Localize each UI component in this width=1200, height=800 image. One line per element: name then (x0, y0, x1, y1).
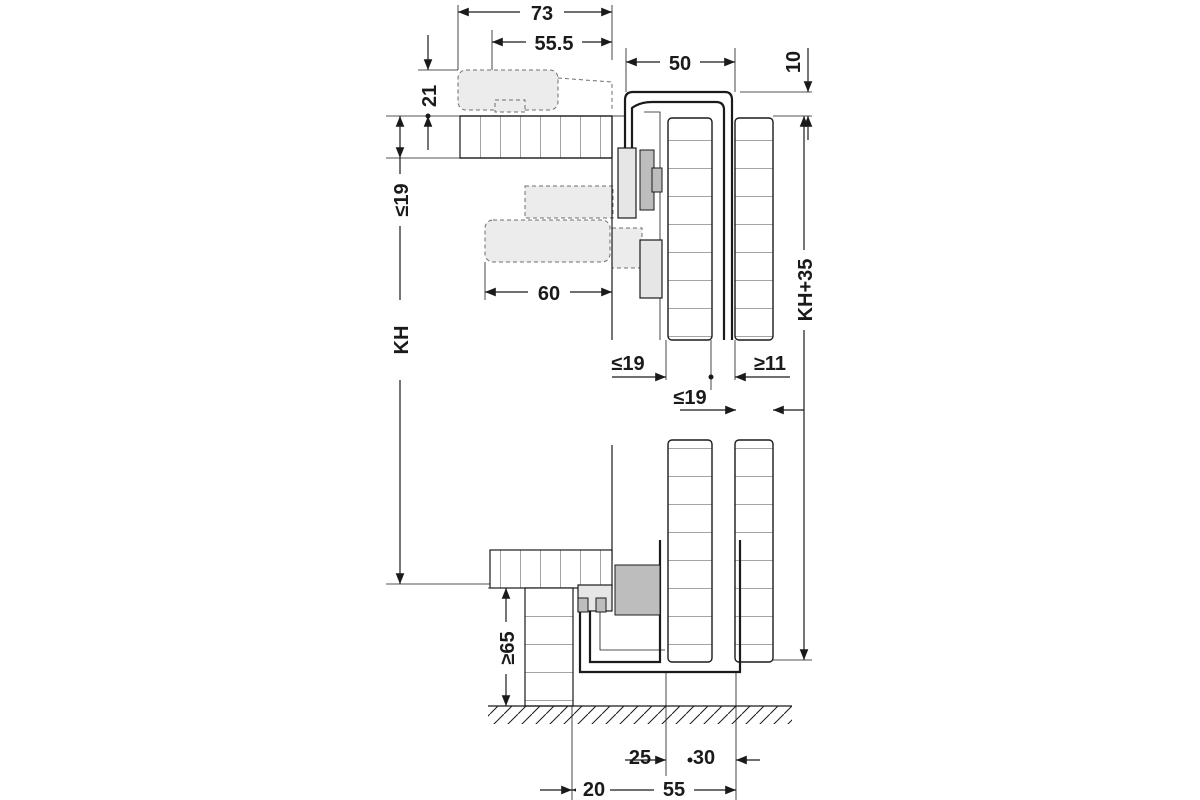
dim-30: 30 (693, 747, 715, 769)
dim-25: 25 (629, 747, 651, 769)
floor (488, 705, 792, 724)
ghost-middle-fitting (484, 185, 643, 269)
dim-19-mid: ≤19 (611, 353, 644, 375)
dim-50: 50 (669, 53, 691, 75)
dim-60: 60 (538, 283, 560, 305)
bottom-shelf (489, 549, 613, 589)
dim-19-left: ≤19 (391, 183, 413, 216)
dim-20: 20 (583, 779, 605, 800)
upper-track (612, 90, 734, 340)
dim-10: 10 (783, 51, 805, 73)
dim-65: ≥65 (497, 631, 519, 664)
dim-11: ≥11 (754, 353, 786, 375)
inner-door-panel (667, 117, 713, 663)
dim-73: 73 (531, 3, 553, 25)
ghost-upper-fitting (457, 69, 613, 113)
bottom-track (577, 540, 742, 674)
dim-kh: KH (391, 326, 413, 355)
outer-door-panel (734, 117, 774, 663)
base-panel (524, 587, 574, 707)
dim-kh-35: KH+35 (795, 259, 817, 322)
dim-19-low: ≤19 (673, 387, 706, 409)
top-shelf (459, 115, 613, 159)
dim-21: 21 (419, 85, 441, 107)
dim-55: 55 (663, 779, 685, 800)
dim-55-5: 55.5 (535, 33, 574, 55)
dimension-labels: 73 55.5 50 10 21 ≤19 KH 60 KH+35 ≤19 ≥11… (386, 0, 818, 800)
